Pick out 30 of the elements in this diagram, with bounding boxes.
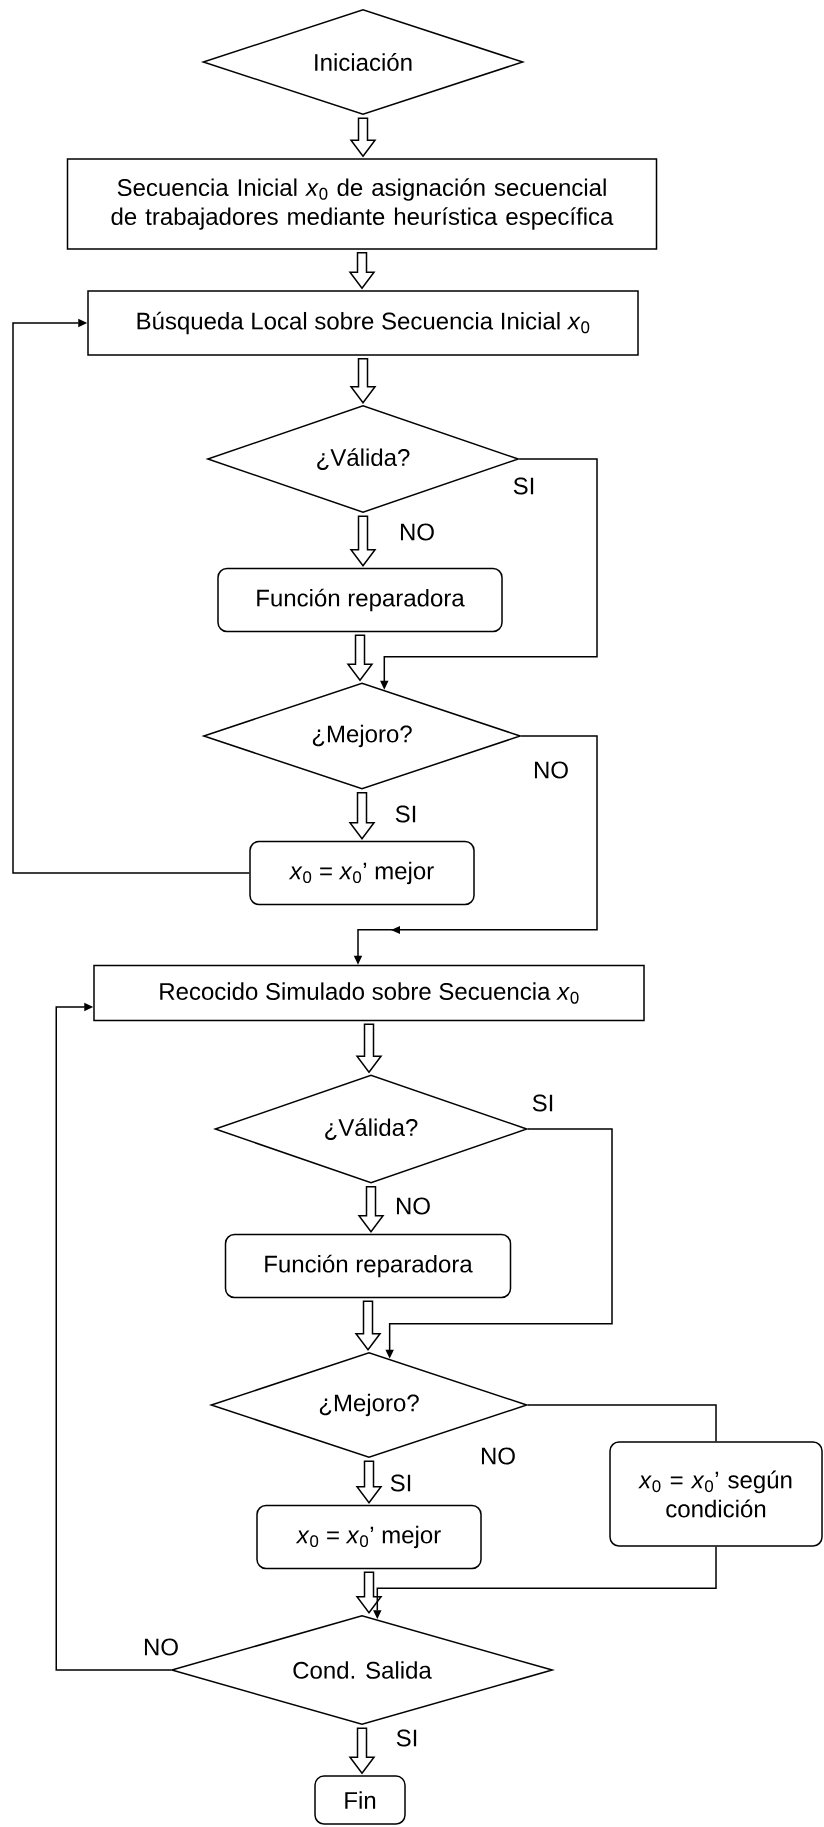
process-box: Búsqueda Local sobre Secuencia Inicial x$_{0}$ (87, 290, 639, 356)
process-box: Fin (314, 1775, 406, 1825)
block-arrow (348, 792, 376, 840)
process-box: Secuencia Inicial x$_{0}$ de asignación secuencial de trabajadores mediante heurística específica (66, 158, 658, 250)
block-arrow (348, 252, 376, 290)
connector-arrow (12, 318, 250, 874)
block-arrow (349, 117, 377, 158)
edge-label: NO (394, 1196, 432, 1216)
edge-label: SI (388, 1473, 414, 1493)
process-box: x$_{0}$ = x$_{0}$’ mejor (256, 1504, 482, 1570)
edge-label: SI (393, 804, 419, 824)
connector-arrow (55, 1002, 172, 1671)
block-arrow (354, 1300, 382, 1351)
block-arrow (349, 515, 377, 567)
block-arrow (348, 1727, 376, 1775)
process-box: x$_{0}$ = x$_{0}$’ según condición (609, 1441, 823, 1547)
block-arrow (349, 358, 377, 404)
edge-label: SI (530, 1093, 556, 1113)
edge-label: NO (532, 760, 570, 780)
block-arrow (355, 1460, 383, 1505)
process-box: Función reparadora (217, 567, 503, 633)
block-arrow (355, 1023, 383, 1074)
block-arrow (346, 634, 374, 682)
block-arrow (355, 1571, 383, 1615)
edge-label: SI (394, 1728, 420, 1748)
edge-label: NO (398, 522, 436, 542)
process-box: Función reparadora (224, 1233, 512, 1299)
process-box: x$_{0}$ = x$_{0}$’ mejor (249, 840, 475, 906)
block-arrow (357, 1186, 385, 1233)
process-box: Recocido Simulado sobre Secuencia x$_{0}$ (93, 964, 645, 1022)
